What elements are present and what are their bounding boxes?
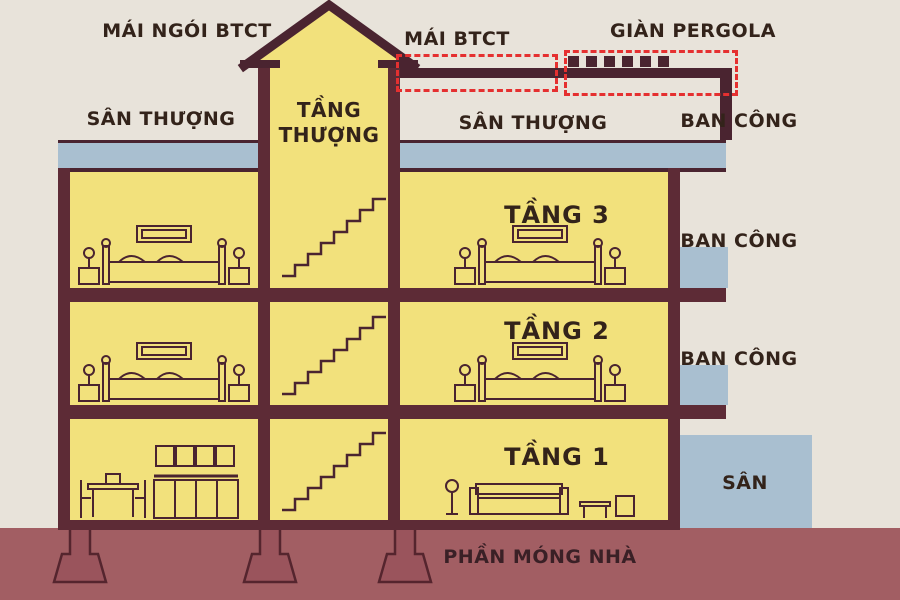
pitched-roof-icon xyxy=(237,0,421,73)
foundation-footing-icon xyxy=(52,524,108,584)
label-penthouse: TẦNG THƯỢNG xyxy=(278,98,380,147)
balcony-floor2 xyxy=(680,365,728,405)
highlight-box-flat-roof xyxy=(396,54,558,92)
stairs-icon xyxy=(282,197,386,278)
label-terrace-mid: SÂN THƯỢNG xyxy=(458,112,608,134)
balcony-floor3 xyxy=(680,247,728,288)
floor2-room xyxy=(70,302,668,405)
pergola-slat xyxy=(568,56,579,67)
bed-icon xyxy=(454,225,626,285)
label-terrace-left: SÂN THƯỢNG xyxy=(86,108,236,130)
label-floor2: TẦNG 2 xyxy=(504,317,610,345)
bed-icon xyxy=(78,225,250,285)
kitchen-cabinet-icon xyxy=(153,445,239,519)
yard-block xyxy=(680,435,812,528)
bed-icon xyxy=(454,342,626,402)
pergola-slat xyxy=(586,56,597,67)
label-yard: SÂN xyxy=(722,472,768,494)
pergola-slat xyxy=(622,56,633,67)
foundation-footing-icon xyxy=(377,524,433,584)
stairs-icon xyxy=(282,315,386,396)
pergola-slats-icon xyxy=(568,56,669,67)
label-roof-concrete: MÁI BTCT xyxy=(404,28,510,50)
wall-left xyxy=(58,168,70,528)
penthouse-room xyxy=(270,64,388,172)
terrace-slab-left xyxy=(58,140,262,172)
label-foundation: PHẦN MÓNG NHÀ xyxy=(443,546,637,568)
wall-mid-left xyxy=(258,64,270,528)
wall-right xyxy=(668,168,680,528)
label-balcony-top: BAN CÔNG xyxy=(680,110,798,132)
wall-mid-right xyxy=(388,64,400,528)
highlight-box-pergola xyxy=(564,50,738,96)
label-balcony-3: BAN CÔNG xyxy=(680,230,798,252)
pergola-slat xyxy=(658,56,669,67)
stairs-icon xyxy=(282,431,386,512)
label-floor1: TẦNG 1 xyxy=(504,443,610,471)
pergola-slat xyxy=(604,56,615,67)
label-roof-tile: MÁI NGÓI BTCT xyxy=(102,20,272,42)
terrace-slab-right xyxy=(400,140,726,172)
label-pergola: GIÀN PERGOLA xyxy=(610,20,776,42)
foundation-footing-icon xyxy=(242,524,298,584)
pergola-slat xyxy=(640,56,651,67)
label-balcony-2: BAN CÔNG xyxy=(680,348,798,370)
living-room-set-icon xyxy=(445,479,635,518)
ground-strip xyxy=(0,528,900,600)
label-floor3: TẦNG 3 xyxy=(504,201,610,229)
bed-icon xyxy=(78,342,250,402)
dining-table-icon xyxy=(80,473,146,518)
base-slab xyxy=(58,520,680,530)
